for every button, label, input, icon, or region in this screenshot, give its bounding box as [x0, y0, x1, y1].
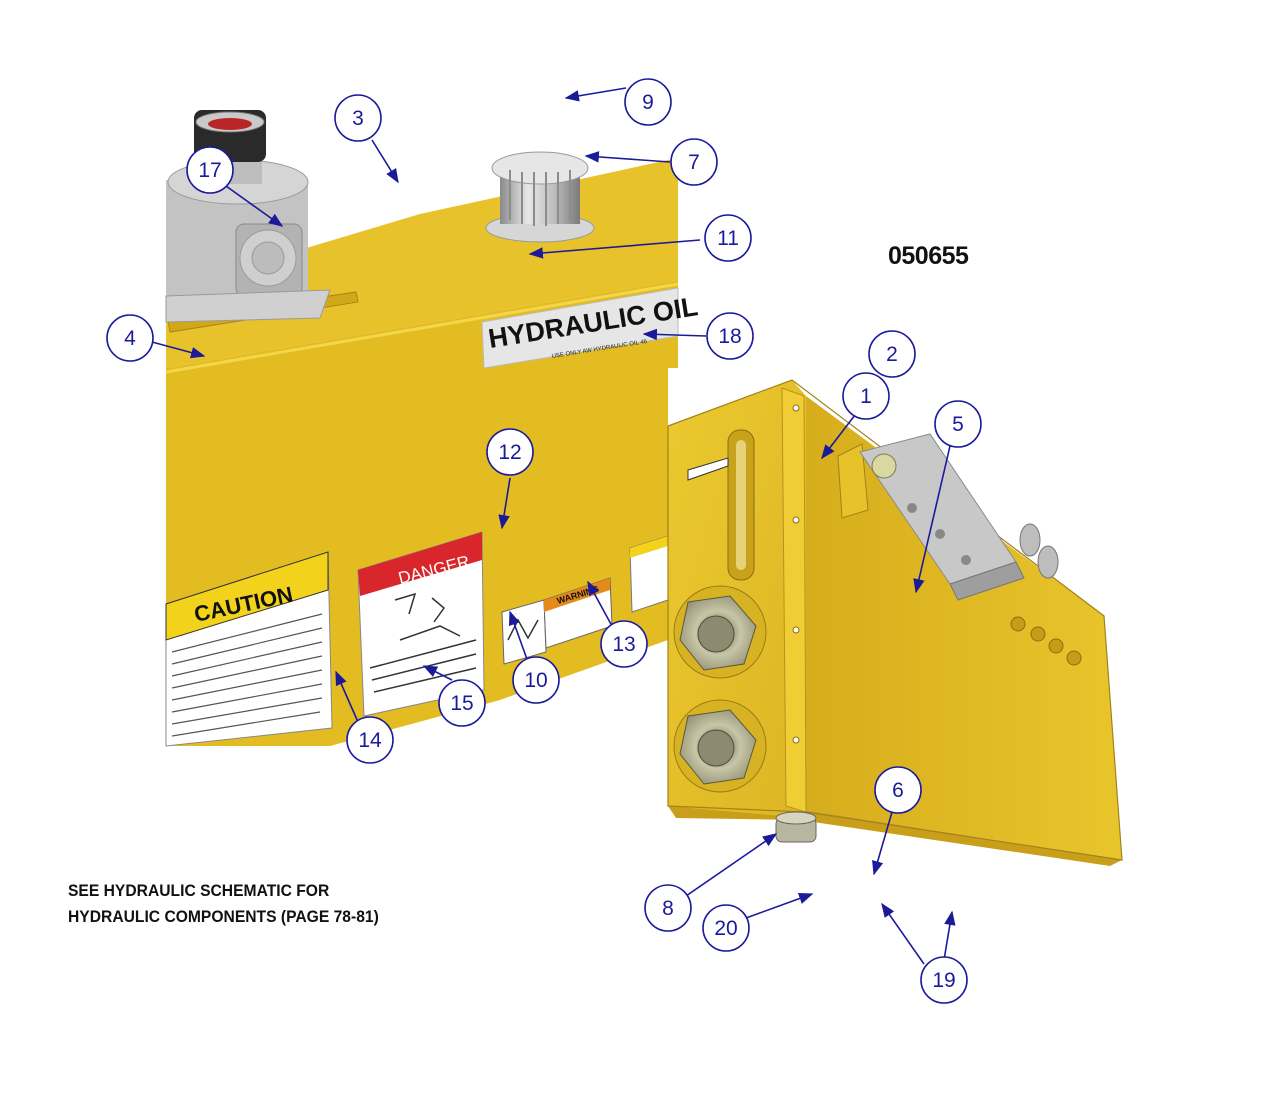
- callout-circle-11: [704, 214, 752, 262]
- drain-plug: [775, 811, 817, 843]
- callout-circle-9: [624, 78, 672, 126]
- callout-number-4: 4: [124, 327, 136, 350]
- callout-number-6: 6: [892, 779, 904, 802]
- callout-number-13: 13: [612, 633, 635, 656]
- callout-circle-8: [644, 884, 692, 932]
- valve-manifold: [837, 433, 1059, 601]
- partial-caution-header: [630, 536, 668, 558]
- callout-circle-15: [438, 679, 486, 727]
- callout-number-5: 5: [952, 413, 964, 436]
- leader-arrows: [151, 87, 956, 965]
- callout-number-8: 8: [662, 897, 674, 920]
- callout-circle-6: [874, 766, 922, 814]
- callout-number-11: 11: [717, 227, 739, 250]
- callout-number-20: 20: [714, 917, 737, 940]
- reservoir-assembly: [667, 379, 1123, 866]
- callout-number-10: 10: [524, 669, 547, 692]
- callout-number-18: 18: [718, 325, 741, 348]
- callout-circle-12: [486, 428, 534, 476]
- callout-circle-19: [920, 956, 968, 1004]
- callout-circle-13: [600, 620, 648, 668]
- schematic-note-line-1: SEE HYDRAULIC SCHEMATIC FOR: [68, 881, 330, 900]
- schematic-note: SEE HYDRAULIC SCHEMATIC FOR HYDRAULIC CO…: [68, 878, 379, 930]
- callout-circle-3: [334, 94, 382, 142]
- side-ports: [1010, 616, 1082, 666]
- callout-number-7: 7: [688, 151, 700, 174]
- danger-decal: DANGER: [357, 531, 485, 717]
- tank-closeup: HYDRAULIC OIL USE ONLY AW HYDRAULIC OIL …: [165, 110, 700, 747]
- callout-circle-4: [106, 314, 154, 362]
- callout-number-3: 3: [352, 107, 364, 130]
- flange-holes: [792, 404, 800, 744]
- callout-circle-5: [934, 400, 982, 448]
- callout-circle-2: [868, 330, 916, 378]
- callout-number-9: 9: [642, 91, 654, 114]
- caution-decal: CAUTION: [165, 551, 333, 747]
- callout-circle-1: [842, 372, 890, 420]
- callout-number-12: 12: [498, 441, 521, 464]
- callout-circle-20: [702, 904, 750, 952]
- schematic-note-line-2: HYDRAULIC COMPONENTS (PAGE 78-81): [68, 907, 379, 926]
- filter-housing: [165, 110, 331, 323]
- callout-circle-17: [186, 146, 234, 194]
- callout-number-19: 19: [932, 969, 955, 992]
- callout-numbers: 1 2 3 4 5 6 7 8 9 10 11 12 13 14 15 17 1…: [124, 91, 964, 992]
- callout-number-15: 15: [450, 692, 473, 715]
- callout-circle-18: [706, 312, 754, 360]
- hose-fitting-upper: [673, 585, 767, 679]
- callout-number-2: 2: [886, 343, 898, 366]
- callout-circles: [106, 78, 982, 1004]
- callout-circle-7: [670, 138, 718, 186]
- hose-fitting-lower: [673, 699, 767, 793]
- callout-number-14: 14: [358, 729, 382, 752]
- sight-gauge: [687, 429, 755, 581]
- callout-number-1: 1: [860, 385, 872, 408]
- document-number: 050655: [888, 242, 969, 270]
- callout-circle-14: [346, 716, 394, 764]
- callout-number-17: 17: [198, 159, 221, 182]
- filler-breather-cap: [485, 151, 595, 243]
- callout-circle-10: [512, 656, 560, 704]
